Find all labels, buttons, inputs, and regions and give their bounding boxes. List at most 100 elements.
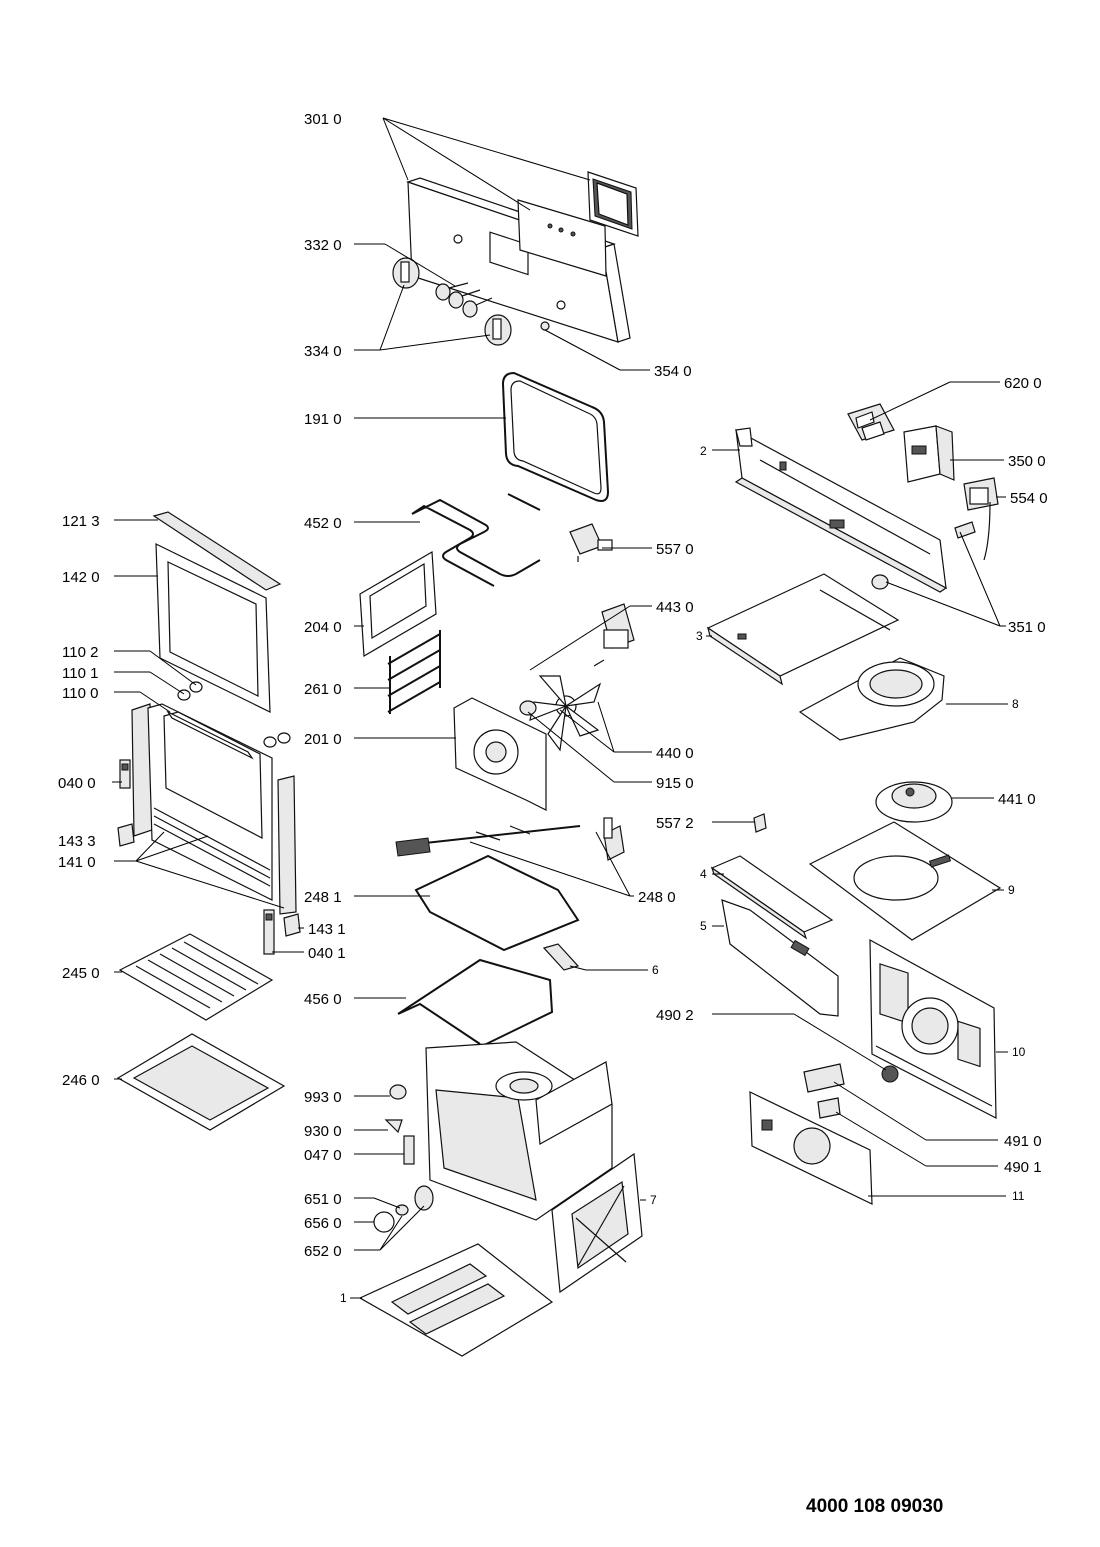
part-oven-cavity	[425, 1041, 613, 1221]
part-993	[389, 1084, 407, 1100]
callout-121-3: 121 3	[62, 513, 100, 530]
part-rear-plate	[359, 550, 437, 658]
part-programmer	[903, 425, 955, 483]
part-inner-door	[131, 703, 297, 915]
part-drawings	[116, 171, 1002, 1357]
callout-248-1: 248 1	[304, 889, 342, 906]
callout-labels: 301 0 332 0 334 0 354 0 191 0 620 0 2 35…	[58, 111, 1048, 1305]
callout-248-0: 248 0	[638, 889, 676, 906]
leader-lines	[112, 117, 1008, 1299]
part-washers	[177, 681, 291, 748]
part-rotisserie	[395, 817, 625, 861]
callout-620-0: 620 0	[1004, 375, 1042, 392]
document-number: 4000 108 09030	[806, 1496, 944, 1517]
callout-4: 4	[700, 867, 707, 881]
callout-1: 1	[340, 1291, 347, 1305]
part-nut	[519, 700, 537, 716]
callout-652-0: 652 0	[304, 1243, 342, 1260]
part-sensor	[871, 521, 976, 590]
part-circuit-plate	[749, 1091, 873, 1205]
callout-557-0: 557 0	[656, 541, 694, 558]
part-fan-cover-plate	[453, 697, 547, 811]
callout-651-0: 651 0	[304, 1191, 342, 1208]
callout-261-0: 261 0	[304, 681, 342, 698]
part-thermostat	[963, 477, 999, 561]
callout-6: 6	[652, 963, 659, 977]
callout-245-0: 245 0	[62, 965, 100, 982]
part-557-thermostat	[569, 523, 613, 562]
callout-554-0: 554 0	[1010, 490, 1048, 507]
part-display-glass	[517, 199, 607, 277]
part-control-panel	[406, 177, 631, 343]
part-rotisserie-frame	[414, 854, 580, 952]
callout-5: 5	[700, 919, 707, 933]
part-fan-motor	[875, 781, 953, 823]
callout-332-0: 332 0	[304, 237, 342, 254]
callout-452-0: 452 0	[304, 515, 342, 532]
part-bracket-6	[542, 943, 580, 971]
part-terminal-block	[847, 403, 895, 441]
callout-351-0: 351 0	[1008, 619, 1046, 636]
callout-191-0: 191 0	[304, 411, 342, 428]
part-control-bracket	[734, 427, 948, 593]
part-wire-shelf	[118, 933, 274, 1021]
part-lower-element	[397, 958, 554, 1051]
callout-047-0: 047 0	[304, 1147, 342, 1164]
part-door-gasket	[501, 371, 610, 502]
callout-350-0: 350 0	[1008, 453, 1046, 470]
part-knob-spindles	[435, 282, 493, 318]
part-duct-plate	[706, 573, 900, 686]
part-side-panel	[551, 1152, 643, 1294]
callout-490-1: 490 1	[1004, 1159, 1042, 1176]
part-hinge-left	[119, 759, 131, 789]
callout-040-0: 040 0	[58, 775, 96, 792]
callout-040-1: 040 1	[308, 945, 346, 962]
part-fan-motor-443	[593, 603, 635, 667]
part-safety-thermostat	[753, 813, 767, 833]
callout-141-0: 141 0	[58, 854, 96, 871]
part-490-knob	[881, 1065, 899, 1083]
part-button	[540, 321, 550, 331]
part-knobs	[392, 257, 512, 346]
callout-143-3: 143 3	[58, 833, 96, 850]
callout-441-0: 441 0	[998, 791, 1036, 808]
callout-10: 10	[1012, 1045, 1026, 1059]
part-switches	[803, 1063, 845, 1119]
callout-930-0: 930 0	[304, 1123, 342, 1140]
callout-490-2: 490 2	[656, 1007, 694, 1024]
callout-9: 9	[1008, 883, 1015, 897]
callout-246-0: 246 0	[62, 1072, 100, 1089]
part-display-frame	[587, 171, 639, 237]
callout-110-2: 110 2	[62, 644, 98, 661]
callout-915-0: 915 0	[656, 775, 694, 792]
part-930	[384, 1119, 403, 1134]
callout-11: 11	[1012, 1189, 1025, 1203]
part-side-channel	[710, 855, 839, 1017]
callout-143-1: 143 1	[308, 921, 346, 938]
part-bracket-left	[117, 823, 135, 847]
callout-110-1: 110 1	[62, 665, 98, 682]
part-tray	[116, 1033, 286, 1131]
callout-443-0: 443 0	[656, 599, 694, 616]
callout-8: 8	[1012, 697, 1019, 711]
callout-334-0: 334 0	[304, 343, 342, 360]
callout-7: 7	[650, 1193, 657, 1207]
part-lamp-assembly	[373, 1185, 434, 1233]
callout-3: 3	[696, 629, 703, 643]
callout-204-0: 204 0	[304, 619, 342, 636]
part-hinge-right	[263, 909, 301, 955]
part-grill-element	[411, 493, 541, 587]
part-fan-cover	[798, 657, 945, 741]
part-bottom-plate	[358, 1243, 554, 1357]
callout-142-0: 142 0	[62, 569, 100, 586]
callout-2: 2	[700, 444, 707, 458]
part-door-trim	[152, 511, 282, 591]
callout-557-2: 557 2	[656, 815, 694, 832]
part-back-panel	[869, 938, 997, 1119]
callout-456-0: 456 0	[304, 991, 342, 1008]
callout-440-0: 440 0	[656, 745, 694, 762]
callout-201-0: 201 0	[304, 731, 342, 748]
callout-993-0: 993 0	[304, 1089, 342, 1106]
callout-110-0: 110 0	[62, 685, 98, 702]
